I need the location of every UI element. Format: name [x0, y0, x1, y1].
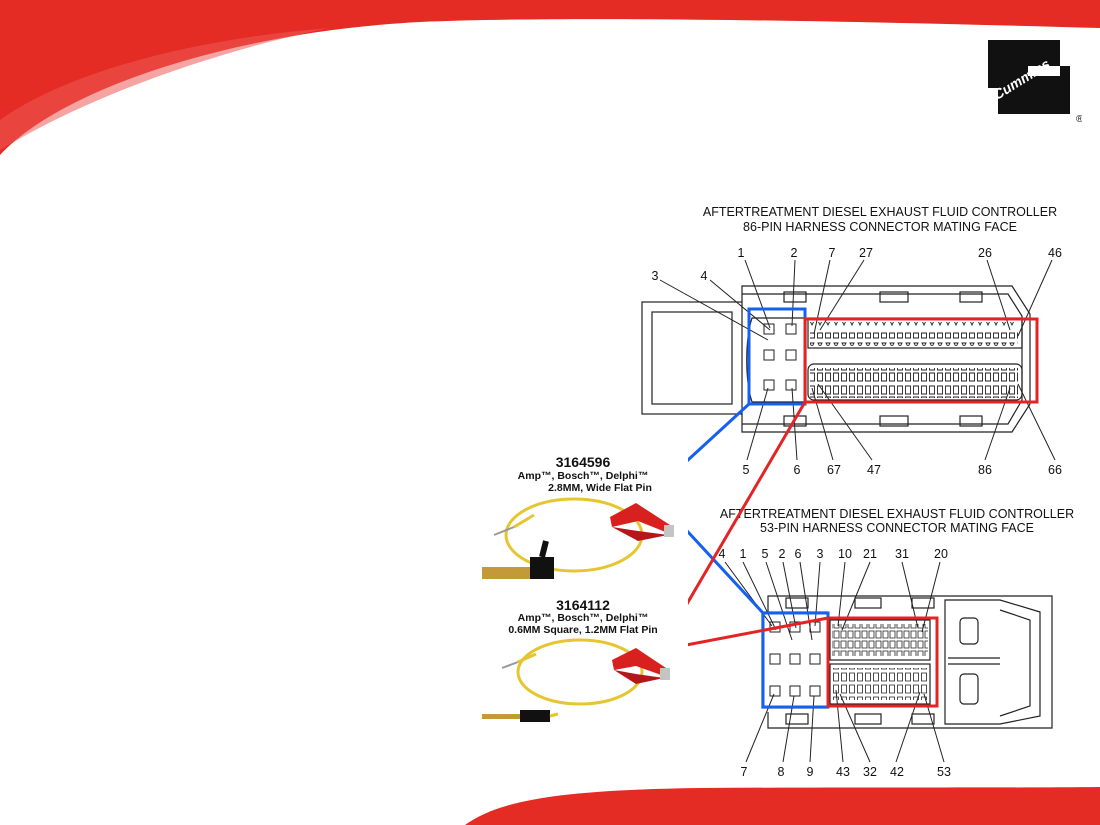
test-lead-brands: Amp™, Bosch™, Delphi™ [517, 470, 649, 482]
test-lead-part-number: 3164596 [555, 454, 611, 470]
connector-86-title-line2: 86-PIN HARNESS CONNECTOR MATING FACE [743, 220, 1017, 234]
connector-86-red-highlight [803, 317, 1039, 404]
test-lead-pin-spec: 2.8MM, Wide Flat Pin [548, 482, 652, 494]
connector-86-pin-label-7: 7 [829, 246, 836, 260]
connector-53-pin-label-6: 6 [795, 547, 802, 561]
connector-86-leader-lines [659, 259, 1056, 461]
connector-53-left-cavities [769, 621, 821, 697]
connector-86-pin-rows-lower [810, 368, 1018, 398]
connector-86-pin-label-46: 46 [1048, 246, 1062, 260]
cummins-logo: Cummins ® [988, 40, 1082, 125]
registered-mark: ® [1076, 114, 1082, 125]
connector-53-pin-label-2: 2 [779, 547, 786, 561]
bottom-red-swoosh [465, 787, 1100, 825]
connector-86-pin-label-3: 3 [652, 269, 659, 283]
connector-53-pin-label-31: 31 [895, 547, 909, 561]
top-red-swoosh-highlight [0, 28, 330, 150]
connector-53-pin-label-8: 8 [778, 765, 785, 779]
connector-53-pin-label-5: 5 [762, 547, 769, 561]
test-lead-3164596-image [482, 497, 674, 579]
connector-86-pin-label-1: 1 [738, 246, 745, 260]
alligator-clip-icon [612, 648, 666, 676]
connector-86-blue-highlight [747, 307, 807, 406]
connector-53-pin-label-42: 42 [890, 765, 904, 779]
connector-53-pin-label-7: 7 [741, 765, 748, 779]
connector-53-leader-lines [724, 561, 945, 763]
connector-86-pin-label-27: 27 [859, 246, 873, 260]
black-pin-housing [530, 557, 554, 579]
connector-53-pin-label-9: 9 [807, 765, 814, 779]
square-pin-terminal [482, 714, 522, 719]
connector-53-pin-label-21: 21 [863, 547, 877, 561]
connector-86-left-cavities [763, 323, 797, 391]
connector-53-pin-label-43: 43 [836, 765, 850, 779]
test-lead-brands: Amp™, Bosch™, Delphi™ [517, 612, 649, 624]
test-lead-card-3164596: 3164596 Amp™, Bosch™, Delphi™ 2.8MM, Wid… [478, 453, 688, 586]
connector-53-pin-rows-lower [832, 668, 928, 700]
connector-53-pin-label-32: 32 [863, 765, 877, 779]
connector-86-pin-label-6: 6 [794, 463, 801, 477]
test-lead-card-3164112: 3164112 Amp™, Bosch™, Delphi™ 0.6MM Squa… [478, 592, 688, 732]
flat-pin-terminal [482, 567, 530, 579]
connector-53-pin-label-53: 53 [937, 765, 951, 779]
connector-53-pin-label-10: 10 [838, 547, 852, 561]
connector-53-pin-label-20: 20 [934, 547, 948, 561]
test-lead-3164112-image [482, 638, 670, 722]
black-pin-housing [520, 710, 550, 722]
connector-86-pin-label-47: 47 [867, 463, 881, 477]
connector-53-pin-label-4: 4 [719, 547, 726, 561]
connector-53-pin-label-3: 3 [817, 547, 824, 561]
connector-53-red-highlight [826, 616, 939, 708]
connector-86-pin-label-2: 2 [791, 246, 798, 260]
yellow-wire-loop [504, 497, 644, 573]
connector-86-pin-label-4: 4 [701, 269, 708, 283]
connector-86-pin-label-26: 26 [978, 246, 992, 260]
test-lead-pin-spec: 0.6MM Square, 1.2MM Flat Pin [508, 624, 658, 636]
connector-53-pin-rows-upper [832, 624, 928, 656]
connector-86-title-line1: AFTERTREATMENT DIESEL EXHAUST FLUID CONT… [703, 205, 1057, 219]
connector-86-pin-label-86: 86 [978, 463, 992, 477]
connector-53-title-line1: AFTERTREATMENT DIESEL EXHAUST FLUID CONT… [720, 507, 1074, 521]
connector-53-title-line2: 53-PIN HARNESS CONNECTOR MATING FACE [760, 521, 1034, 535]
test-lead-part-number: 3164112 [556, 597, 610, 613]
connector-86-pin-rows-upper [810, 322, 1018, 346]
yellow-wire-loop [516, 638, 644, 706]
connector-86-pin-label-5: 5 [743, 463, 750, 477]
connector-86-pin-label-67: 67 [827, 463, 841, 477]
connector-53-pin-label-1: 1 [740, 547, 747, 561]
alligator-clip-icon [610, 503, 670, 533]
connector-86-pin-label-66: 66 [1048, 463, 1062, 477]
